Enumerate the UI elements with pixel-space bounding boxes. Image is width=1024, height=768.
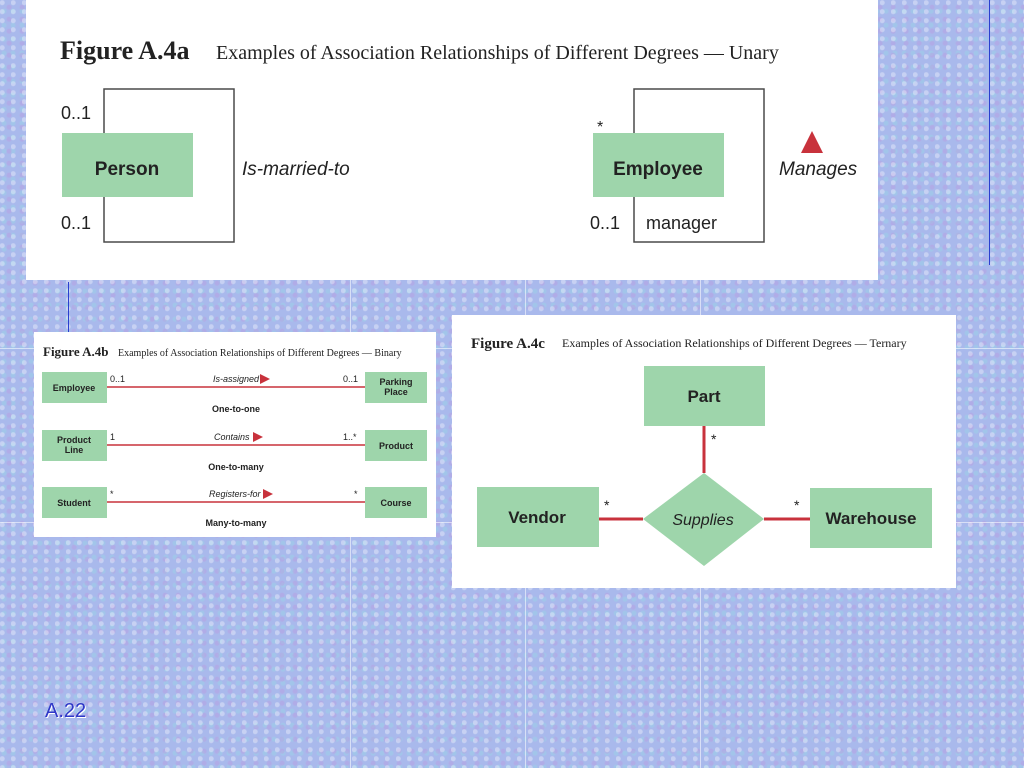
- student-class: [42, 487, 107, 518]
- association-name: Registers-for: [209, 489, 262, 499]
- multiplicity-label: 0..1: [61, 213, 91, 233]
- class-label: Product: [379, 441, 413, 451]
- part-class-label: Part: [687, 387, 720, 406]
- person-class: [62, 133, 193, 197]
- vendor-class: [477, 487, 599, 547]
- class-label: Product: [57, 435, 91, 445]
- figure-a4b-diagram: Figure A.4b Examples of Association Rela…: [42, 344, 427, 528]
- cardinality-label: One-to-one: [212, 404, 260, 414]
- figure-a4c-diagram: Figure A.4c Examples of Association Rela…: [471, 336, 932, 566]
- product-class: [365, 430, 427, 461]
- multiplicity-label: *: [354, 489, 358, 499]
- figure-a4b-caption: Examples of Association Relationships of…: [118, 348, 402, 359]
- figure-a4a-caption: Examples of Association Relationships of…: [216, 42, 779, 64]
- class-label: Employee: [53, 383, 96, 393]
- multiplicity-label: 0..1: [110, 374, 125, 384]
- cardinality-label: One-to-many: [208, 462, 264, 472]
- warehouse-class: [810, 488, 932, 548]
- figure-a4a-diagram: Figure A.4a Examples of Association Rela…: [60, 36, 858, 243]
- multiplicity-label: 1..*: [343, 432, 357, 442]
- class-label: Place: [384, 387, 408, 397]
- multiplicity-label: *: [597, 119, 603, 136]
- course-class: [365, 487, 427, 518]
- multiplicity-label: *: [604, 497, 610, 513]
- multiplicity-label: 0..1: [61, 103, 91, 123]
- slide-number: A.22: [45, 700, 87, 722]
- figure-a4b-panel: Figure A.4b Examples of Association Rela…: [34, 332, 436, 537]
- class-label: Course: [380, 498, 411, 508]
- direction-triangle-icon: [253, 432, 263, 442]
- warehouse-class-label: Warehouse: [825, 509, 916, 528]
- employee-class-label: Employee: [613, 159, 703, 180]
- direction-triangle-icon: [260, 374, 270, 384]
- class-label: Student: [57, 498, 91, 508]
- multiplicity-label: 0..1: [590, 213, 620, 233]
- person-class-label: Person: [95, 159, 159, 180]
- association-name: Is-assigned: [213, 374, 260, 384]
- figure-a4a-panel: Figure A.4a Examples of Association Rela…: [26, 0, 878, 280]
- multiplicity-label: *: [794, 497, 800, 513]
- employee-class: [593, 133, 724, 197]
- direction-triangle-icon: [801, 131, 823, 153]
- figure-a4a-label: Figure A.4a: [60, 36, 190, 65]
- figure-a4b-label: Figure A.4b: [43, 344, 109, 359]
- direction-triangle-icon: [263, 489, 273, 499]
- vendor-class-label: Vendor: [508, 508, 566, 527]
- association-name: Is-married-to: [242, 159, 350, 180]
- association-name: Manages: [779, 159, 858, 180]
- figure-a4c-label: Figure A.4c: [471, 336, 545, 352]
- class-label: Line: [65, 445, 84, 455]
- figure-a4c-panel: Figure A.4c Examples of Association Rela…: [452, 315, 956, 588]
- multiplicity-label: 0..1: [343, 374, 358, 384]
- association-diamond: [643, 473, 764, 566]
- multiplicity-label: 1: [110, 432, 115, 442]
- role-name: manager: [646, 213, 717, 233]
- multiplicity-label: *: [711, 431, 717, 447]
- employee-class: [42, 372, 107, 403]
- association-name: Contains: [214, 432, 250, 442]
- class-label: Parking: [379, 377, 412, 387]
- multiplicity-label: *: [110, 489, 114, 499]
- parking-place-class: [365, 372, 427, 403]
- decorative-rule: [68, 282, 69, 332]
- cardinality-label: Many-to-many: [205, 518, 266, 528]
- product-line-class: [42, 430, 107, 461]
- decorative-rule: [989, 0, 990, 265]
- figure-a4c-caption: Examples of Association Relationships of…: [562, 336, 907, 350]
- part-class: [644, 366, 765, 426]
- association-name: Supplies: [672, 512, 733, 529]
